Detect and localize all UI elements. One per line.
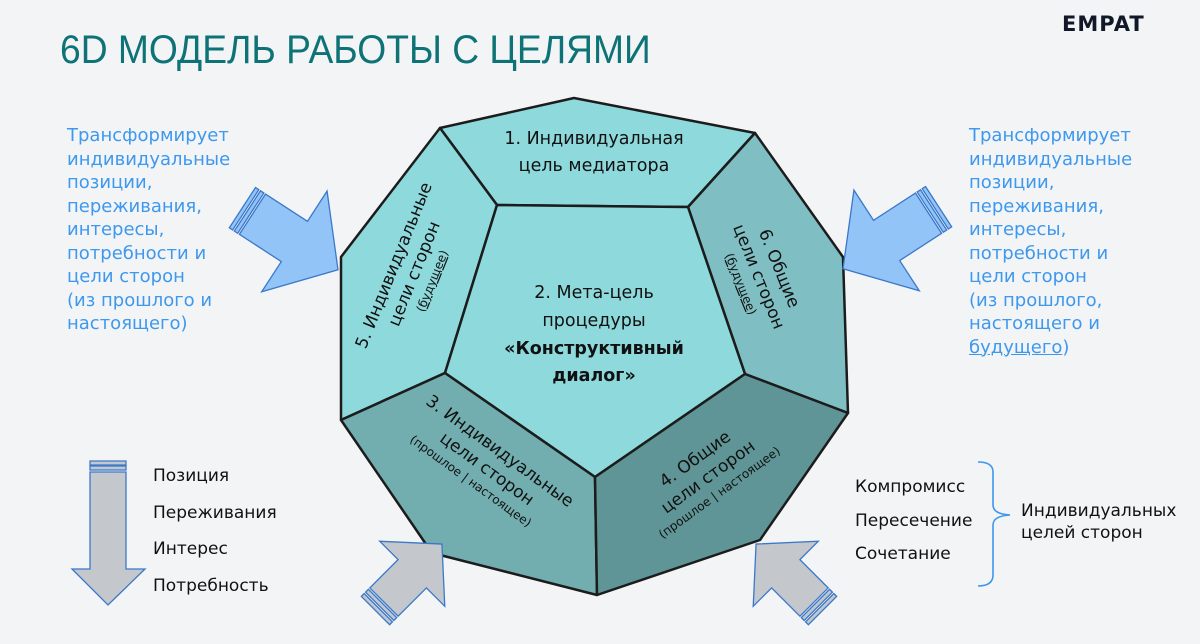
gray-arrow-left-icon [360,540,446,626]
face-1-text: 1. Индивидуальная цель медиатора [504,129,683,176]
face-2-line: 2. Мета-цель [534,283,654,303]
face-2-bold-line: «Конструктивный [504,339,684,359]
face-1-line: 1. Индивидуальная [504,129,683,149]
list-item: Компромисс [855,477,966,497]
note-line: индивидуальные [67,148,231,170]
future-underlined: будущего [969,336,1063,358]
note-line: цели сторон [969,266,1087,287]
list-item: Потребность [153,575,269,596]
note-line: настоящего) [67,313,188,334]
note-line: переживания, [969,195,1104,217]
note-line: будущего) [969,336,1132,360]
note-line: настоящего и [969,313,1100,334]
list-item: Позиция [153,466,230,486]
list-item: Сочетание [855,544,951,564]
face-2-text: 2. Мета-цель процедуры «Конструктивный д… [504,283,684,386]
bracket-label-line: целей сторон [1021,523,1143,543]
blue-arrow-left-icon [228,186,339,293]
note-line: индивидуальные [969,148,1133,170]
curly-bracket [977,461,1011,587]
left-transform-note: Трансформирует индивидуальные позиции, п… [67,124,230,336]
note-line: интересы, [969,219,1067,240]
note-line: (из прошлого и [67,289,213,311]
gray-arrow-right-icon [752,540,838,626]
note-line: потребности и [67,242,207,264]
note-line: (из прошлого, [969,289,1103,311]
list-item: Переживания [153,502,277,523]
right-list: Компромисс Пересечение Сочетание [855,477,972,578]
blue-arrow-right-icon [842,185,953,292]
face-2-line: процедуры [542,311,645,331]
note-line: Трансформирует [67,125,229,146]
note-line: интересы, [67,219,165,240]
note-line: Трансформирует [969,125,1131,146]
bracket-label: Индивидуальных целей сторон [1021,500,1176,544]
note-tail: ) [1062,336,1070,358]
face-4-bottom-right [593,372,850,597]
note-line: потребности и [969,242,1109,264]
empat-logo: EMPAT [1062,12,1145,36]
page-title: 6D МОДЕЛЬ РАБОТЫ С ЦЕЛЯМИ [60,28,651,72]
note-line: переживания, [67,195,202,217]
note-line: позиции, [969,172,1055,193]
right-transform-note: Трансформирует индивидуальные позиции, п… [969,124,1132,359]
list-item: Интерес [153,539,228,559]
left-list: Позиция Переживания Интерес Потребность [153,466,277,612]
face-2-bold-line: диалог» [552,366,636,386]
bracket-label-line: Индивидуальных [1021,501,1177,521]
note-line: цели сторон [67,266,185,287]
note-line: позиции, [67,172,153,193]
dodecahedron [339,96,850,597]
face-1-line: цель медиатора [519,156,670,176]
list-item: Пересечение [855,510,973,531]
down-arrow-icon [70,460,147,606]
